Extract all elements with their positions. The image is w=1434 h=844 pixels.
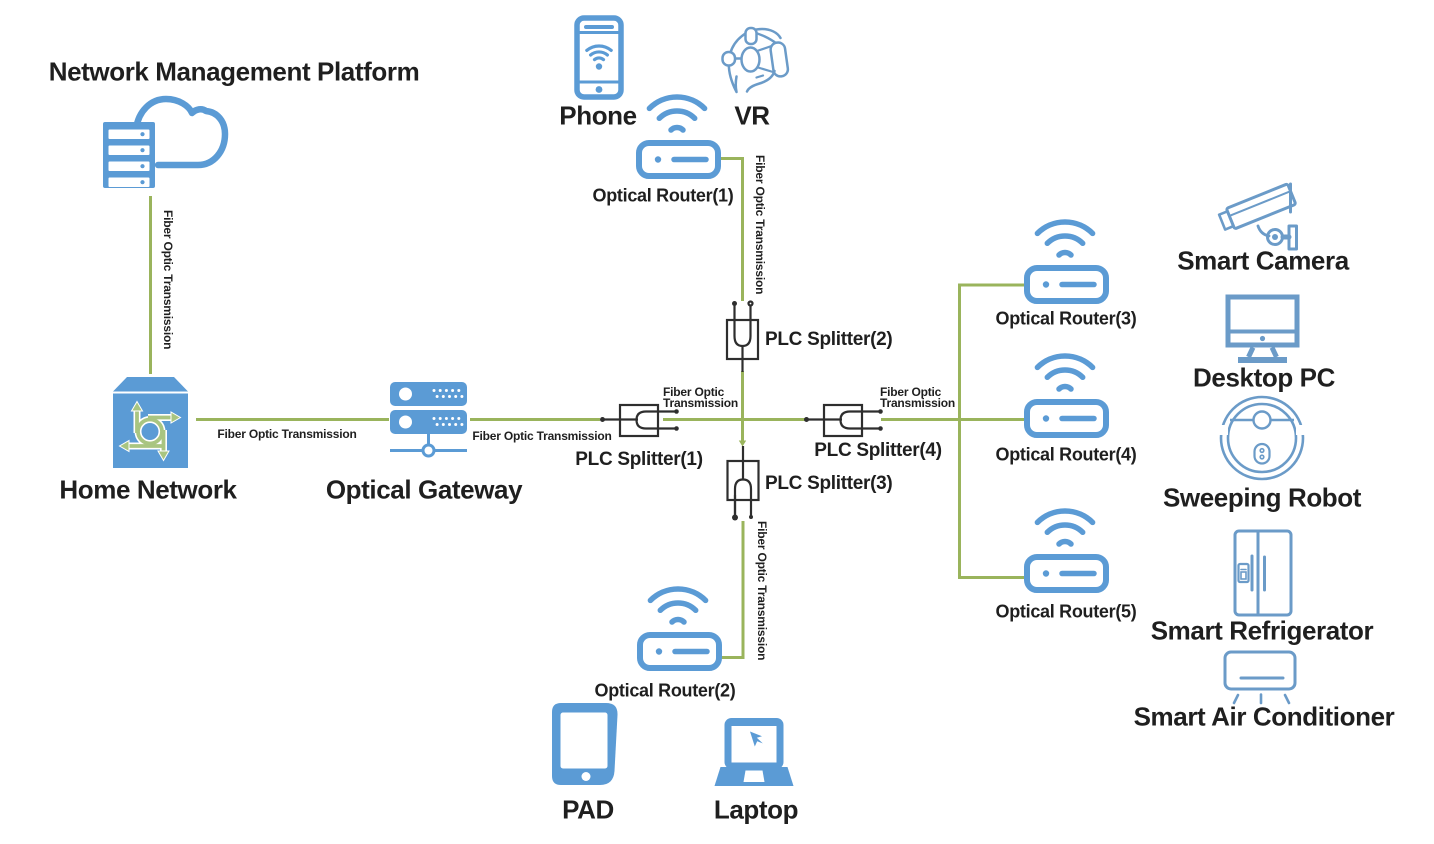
plc-splitter-4-icon xyxy=(804,403,883,438)
pad-label: PAD xyxy=(562,794,614,825)
optical-router-2-label: Optical Router(2) xyxy=(594,680,736,701)
optical-router-4-icon xyxy=(1027,356,1106,435)
smart-camera-label: Smart Camera xyxy=(1177,245,1349,276)
fiber-label-splitter3-router2: Fiber Optic Transmission xyxy=(755,521,769,661)
fiber-label-home-gateway: Fiber Optic Transmission xyxy=(217,427,357,441)
optical-gateway-icon xyxy=(390,382,467,458)
smart-refrigerator-label: Smart Refrigerator xyxy=(1150,615,1374,646)
fiber-label-splitter1-out: Fiber Optic Transmission xyxy=(663,385,738,410)
fiber-label-router1-splitter2: Fiber Optic Transmission xyxy=(753,155,767,295)
sweeping-robot-label: Sweeping Robot xyxy=(1162,482,1362,513)
platform-label: Network Management Platform xyxy=(48,56,420,87)
smart-camera-icon xyxy=(1217,182,1298,251)
fiber-label-splitter4-out: Fiber Optic Transmission xyxy=(880,385,955,410)
laptop-icon xyxy=(714,718,794,786)
home-network-icon xyxy=(113,377,188,468)
plc-splitter-2-icon xyxy=(725,300,760,372)
optical-router-1-icon xyxy=(639,97,718,176)
smart-air-conditioner-label: Smart Air Conditioner xyxy=(1133,701,1395,732)
optical-router-1-label: Optical Router(1) xyxy=(592,185,734,206)
plc-splitter-2-label: PLC Splitter(2) xyxy=(765,329,893,350)
optical-router-2-icon xyxy=(640,589,719,668)
cloud-server-icon xyxy=(103,95,229,188)
smart-refrigerator-icon xyxy=(1233,529,1293,617)
smart-air-conditioner-icon xyxy=(1223,650,1297,705)
laptop-label: Laptop xyxy=(713,794,799,825)
pad-icon xyxy=(552,703,618,785)
optical-router-5-label: Optical Router(5) xyxy=(995,601,1137,622)
optical-gateway-label: Optical Gateway xyxy=(325,474,523,505)
phone-label: Phone xyxy=(559,100,637,131)
plc-splitter-4-label: PLC Splitter(4) xyxy=(814,440,942,461)
phone-icon xyxy=(574,15,624,100)
vr-icon xyxy=(721,26,790,94)
sweeping-robot-icon xyxy=(1215,395,1309,481)
fiber-links xyxy=(149,157,1024,659)
plc-splitter-1-label: PLC Splitter(1) xyxy=(575,449,703,470)
plc-splitter-1-icon xyxy=(600,403,679,438)
desktop-pc-icon xyxy=(1225,294,1300,363)
desktop-pc-label: Desktop PC xyxy=(1193,362,1335,393)
optical-router-3-label: Optical Router(3) xyxy=(995,308,1137,329)
optical-router-5-icon xyxy=(1027,511,1106,590)
plc-splitter-3-icon xyxy=(726,446,760,521)
fiber-label-platform-home: Fiber Optic Transmission xyxy=(161,210,175,350)
gateway-vent-dots xyxy=(432,389,464,426)
optical-router-3-icon xyxy=(1027,222,1106,301)
fiber-label-gateway-splitter1: Fiber Optic Transmission xyxy=(472,429,612,443)
optical-router-4-label: Optical Router(4) xyxy=(995,444,1137,465)
home-network-label: Home Network xyxy=(59,474,237,505)
plc-splitter-3-label: PLC Splitter(3) xyxy=(765,473,893,494)
vr-label: VR xyxy=(734,100,770,131)
